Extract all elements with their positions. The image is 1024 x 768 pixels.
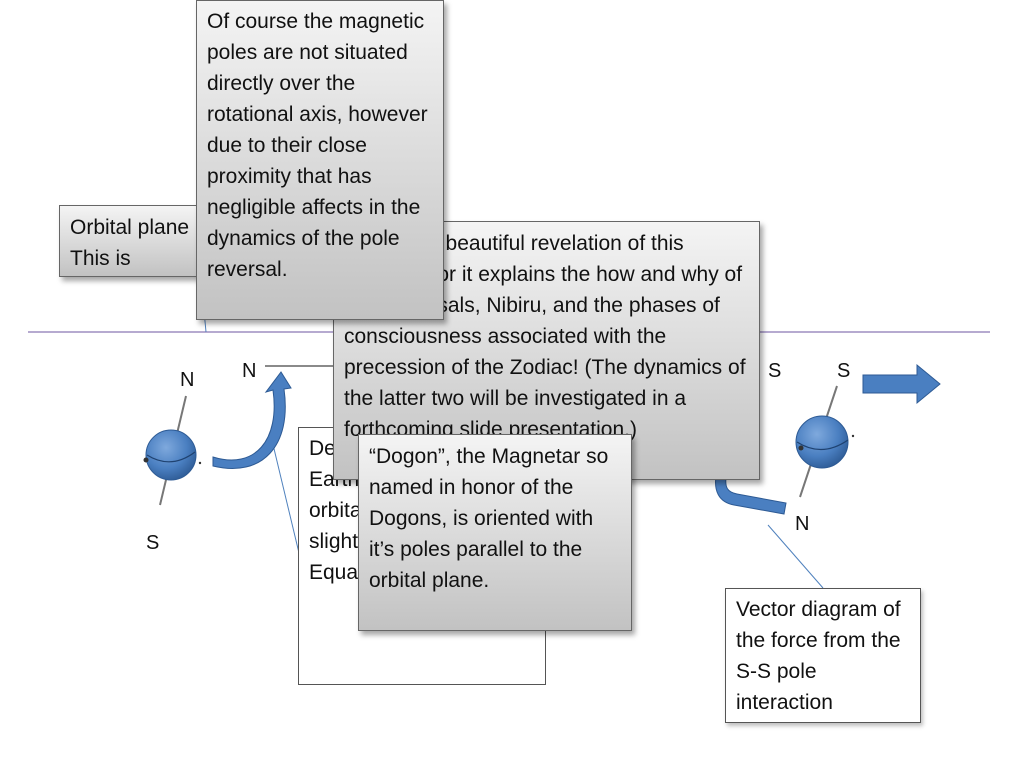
left-north-label: N <box>180 369 195 391</box>
vector-diagram-box: Vector diagram of the force from the S-S… <box>725 588 921 723</box>
earth-planet-left <box>143 395 202 506</box>
declination-callout-line <box>269 431 300 554</box>
magnetic-poles-box: Of course the magnetic poles are not sit… <box>196 0 444 320</box>
right-arrow-icon <box>862 363 941 405</box>
south-label-2: S <box>837 360 851 382</box>
south-label-1: S <box>768 360 782 382</box>
right-north-label: N <box>795 513 810 535</box>
vector-callout-line <box>767 524 824 589</box>
rotation-arrow-icon <box>212 371 292 469</box>
magnetar-north-label: N <box>242 360 257 382</box>
dogon-box: “Dogon”, the Magnetar so named in honor … <box>358 434 632 631</box>
left-south-label: S <box>146 532 160 554</box>
planet-right <box>795 385 855 498</box>
